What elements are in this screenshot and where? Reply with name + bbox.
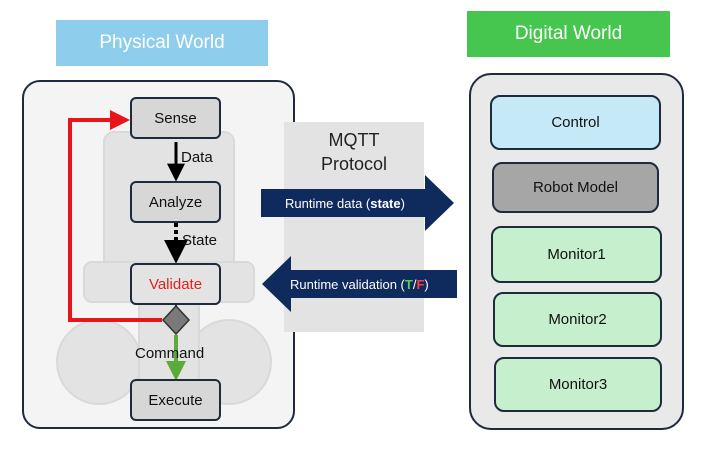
validate-node: Validate	[130, 263, 221, 305]
monitor1-label: Monitor1	[547, 246, 606, 263]
robot-model-label: Robot Model	[532, 179, 619, 196]
runtime-validation-false: F	[416, 277, 425, 292]
runtime-validation-label: Runtime validation (T/F)	[290, 277, 429, 292]
runtime-data-arrow	[261, 175, 454, 231]
monitor1-node: Monitor1	[491, 226, 662, 283]
control-node: Control	[490, 95, 661, 150]
monitor3-label: Monitor3	[548, 376, 608, 393]
physical-world-title: Physical World	[56, 20, 268, 66]
runtime-data-state-word: state	[370, 196, 401, 211]
mqtt-label-line1: MQTT	[328, 130, 380, 150]
feedback-loop-arrow	[68, 110, 162, 322]
runtime-validation-slash: /	[412, 277, 417, 292]
state-edge-label: State	[182, 232, 218, 249]
validate-label: Validate	[148, 275, 203, 293]
digital-world-title-text: Digital World	[514, 23, 623, 44]
analyze-node: Analyze	[130, 181, 221, 223]
robot-model-node: Robot Model	[492, 162, 659, 213]
analyze-label: Analyze	[148, 193, 203, 211]
monitor3-node: Monitor3	[494, 357, 662, 412]
command-edge-label: Command	[135, 345, 205, 362]
data-edge-label: Data	[181, 149, 213, 166]
execute-label: Execute	[148, 391, 203, 409]
runtime-validation-prefix: Runtime validation (	[290, 277, 405, 292]
sense-label: Sense	[154, 109, 197, 127]
runtime-data-suffix: )	[400, 196, 405, 211]
monitor2-label: Monitor2	[548, 311, 607, 328]
runtime-validation-arrow	[262, 256, 457, 312]
monitor2-node: Monitor2	[493, 292, 662, 347]
runtime-data-label: Runtime data (state)	[285, 196, 405, 211]
mqtt-protocol-label: MQTT Protocol	[284, 128, 424, 176]
control-label: Control	[551, 114, 600, 131]
runtime-validation-suffix: )	[424, 277, 429, 292]
mqtt-label-line2: Protocol	[320, 154, 388, 174]
execute-node: Execute	[130, 379, 221, 421]
physical-world-title-text: Physical World	[99, 32, 225, 53]
sense-node: Sense	[130, 97, 221, 139]
decision-diamond	[161, 304, 191, 336]
runtime-data-prefix: Runtime data (	[285, 196, 371, 211]
runtime-validation-true: T	[404, 277, 413, 292]
digital-world-title: Digital World	[467, 11, 670, 57]
